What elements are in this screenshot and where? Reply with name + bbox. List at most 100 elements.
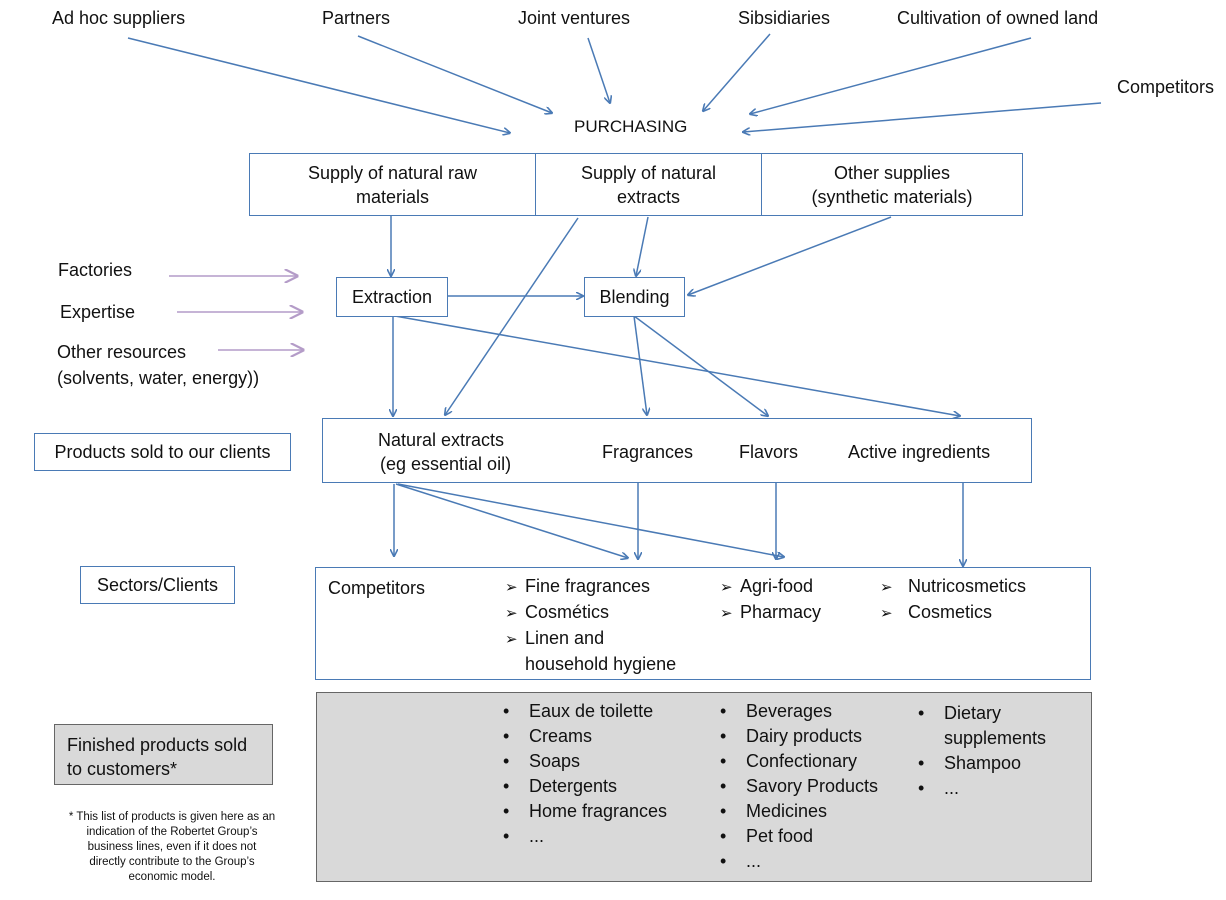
blending-label: Blending — [599, 287, 670, 307]
arrow-natural-fragrance-sector — [395, 483, 628, 558]
arrow-extracts-natural — [445, 217, 579, 415]
products-sold-label: Products sold to our clients — [54, 442, 271, 462]
sector-competitors: Competitors — [328, 578, 426, 598]
supply-raw-box: Supply of natural raw materials — [249, 153, 536, 216]
arrow-extracts-blending — [636, 216, 649, 276]
list-item: ➢Cosmetics — [880, 600, 1026, 626]
finished-col3: •Dietary supplements •Shampoo •... — [918, 701, 1046, 801]
arrow-partners-purchasing — [357, 35, 552, 113]
supply-extracts-line2: extracts — [616, 186, 681, 207]
chevron-right-icon: ➢ — [880, 605, 893, 622]
arrow-blending-fragrances — [633, 315, 647, 415]
chevron-right-icon: ➢ — [505, 631, 518, 648]
chevron-right-icon: ➢ — [880, 579, 893, 596]
product-natural-line2: (eg essential oil) — [380, 454, 512, 474]
list-item: ➢Nutricosmetics — [880, 574, 1026, 600]
source-ad-hoc: Ad hoc suppliers — [52, 8, 186, 28]
extraction-box: Extraction — [336, 277, 448, 317]
source-subsidiaries: Sibsidiaries — [738, 8, 831, 28]
sectors-box: Sectors/Clients — [80, 566, 235, 604]
chevron-right-icon: ➢ — [505, 579, 518, 596]
purchasing-label: PURCHASING — [574, 117, 688, 136]
list-item: •Detergents — [503, 776, 618, 796]
list-item: •Soaps — [503, 751, 581, 771]
arrow-adhoc-purchasing — [127, 37, 510, 133]
blending-box: Blending — [584, 277, 685, 317]
sector-fragrance-list: ➢Fine fragrances ➢Cosmétics ➢Linen and h… — [505, 574, 676, 677]
arrow-other-blending — [688, 216, 892, 295]
list-item: ➢Pharmacy — [720, 600, 821, 626]
list-item: household hygiene — [525, 654, 677, 674]
sector-active-list: ➢Nutricosmetics ➢Cosmetics — [880, 574, 1026, 626]
chevron-right-icon: ➢ — [505, 605, 518, 622]
list-item: •Dietary — [918, 703, 1002, 723]
product-natural-line1: Natural extracts — [378, 430, 505, 450]
sectors-content-box — [315, 567, 1091, 680]
list-item: •... — [503, 826, 545, 846]
products-sold-box: Products sold to our clients — [34, 433, 291, 471]
source-partners: Partners — [322, 8, 391, 28]
footnote-line: * This list of products is given here as… — [68, 811, 276, 823]
list-item: •... — [720, 851, 762, 871]
list-item: ➢Fine fragrances — [505, 574, 676, 600]
source-competitors: Competitors — [1117, 77, 1215, 97]
list-item: •Pet food — [720, 826, 814, 846]
arrow-subsidiaries-purchasing — [703, 33, 771, 111]
resource-factories: Factories — [58, 260, 133, 280]
chevron-right-icon: ➢ — [720, 605, 733, 622]
list-item: •... — [918, 778, 960, 798]
resource-other-line1: Other resources — [57, 342, 187, 362]
list-item: •Home fragrances — [503, 801, 668, 821]
sectors-label: Sectors/Clients — [96, 575, 219, 595]
arrow-natural-flavor-sector — [397, 483, 784, 557]
sector-flavor-list: ➢Agri-food ➢Pharmacy — [720, 574, 821, 626]
finished-col2: •Beverages •Dairy products •Confectionar… — [720, 699, 878, 874]
supply-extracts-line1: Supply of natural — [580, 162, 717, 183]
list-item: •Savory Products — [720, 776, 879, 796]
footnote-line: directly contribute to the Group’s — [89, 856, 255, 868]
finished-label-line2: to customers* — [67, 759, 178, 779]
resource-expertise: Expertise — [60, 302, 136, 322]
footnote-line: indication of the Robertet Group’s — [86, 826, 258, 838]
extraction-label: Extraction — [351, 287, 433, 307]
source-cultivation: Cultivation of owned land — [897, 8, 1099, 28]
products-box — [322, 418, 1032, 483]
finished-col1: •Eaux de toilette •Creams •Soaps •Deterg… — [503, 699, 667, 849]
arrow-blending-flavors — [633, 315, 768, 416]
finished-label-line1: Finished products sold — [67, 735, 248, 755]
list-item: •Shampoo — [918, 753, 1022, 773]
arrow-extraction-active — [394, 315, 960, 416]
finished-box: Finished products sold to customers* — [54, 724, 273, 785]
list-item: ➢Cosmétics — [505, 600, 676, 626]
supply-extracts-box: Supply of natural extracts — [535, 153, 762, 216]
resource-other-line2: (solvents, water, energy)) — [57, 368, 260, 388]
footnote: * This list of products is given here as… — [52, 810, 292, 885]
list-item: ➢Linen and — [505, 626, 676, 652]
supply-raw-line1: Supply of natural raw — [307, 162, 478, 183]
arrow-jv-purchasing — [587, 37, 610, 103]
list-item: ➢Agri-food — [720, 574, 821, 600]
supply-other-box: Other supplies (synthetic materials) — [761, 153, 1023, 216]
list-item: •Confectionary — [720, 751, 858, 771]
supply-other-line1: Other supplies — [833, 162, 951, 183]
chevron-right-icon: ➢ — [720, 579, 733, 596]
supply-other-line2: (synthetic materials) — [811, 186, 973, 207]
list-item: •Beverages — [720, 701, 833, 721]
list-item: •Eaux de toilette — [503, 701, 654, 721]
product-fragrances: Fragrances — [602, 442, 694, 462]
product-active: Active ingredients — [848, 442, 991, 462]
footnote-line: economic model. — [128, 871, 216, 883]
arrow-competitors-purchasing — [743, 102, 1102, 132]
list-item: •Medicines — [720, 801, 828, 821]
list-item: •Dairy products — [720, 726, 863, 746]
supply-raw-line2: materials — [355, 186, 430, 207]
arrow-cultivation-purchasing — [750, 37, 1032, 114]
source-joint-ventures: Joint ventures — [518, 8, 631, 28]
list-item: •Creams — [503, 726, 593, 746]
list-item: supplements — [944, 728, 1047, 748]
product-flavors: Flavors — [739, 442, 799, 462]
finished-products-box — [316, 692, 1092, 882]
footnote-line: business lines, even if it does not — [87, 841, 257, 853]
